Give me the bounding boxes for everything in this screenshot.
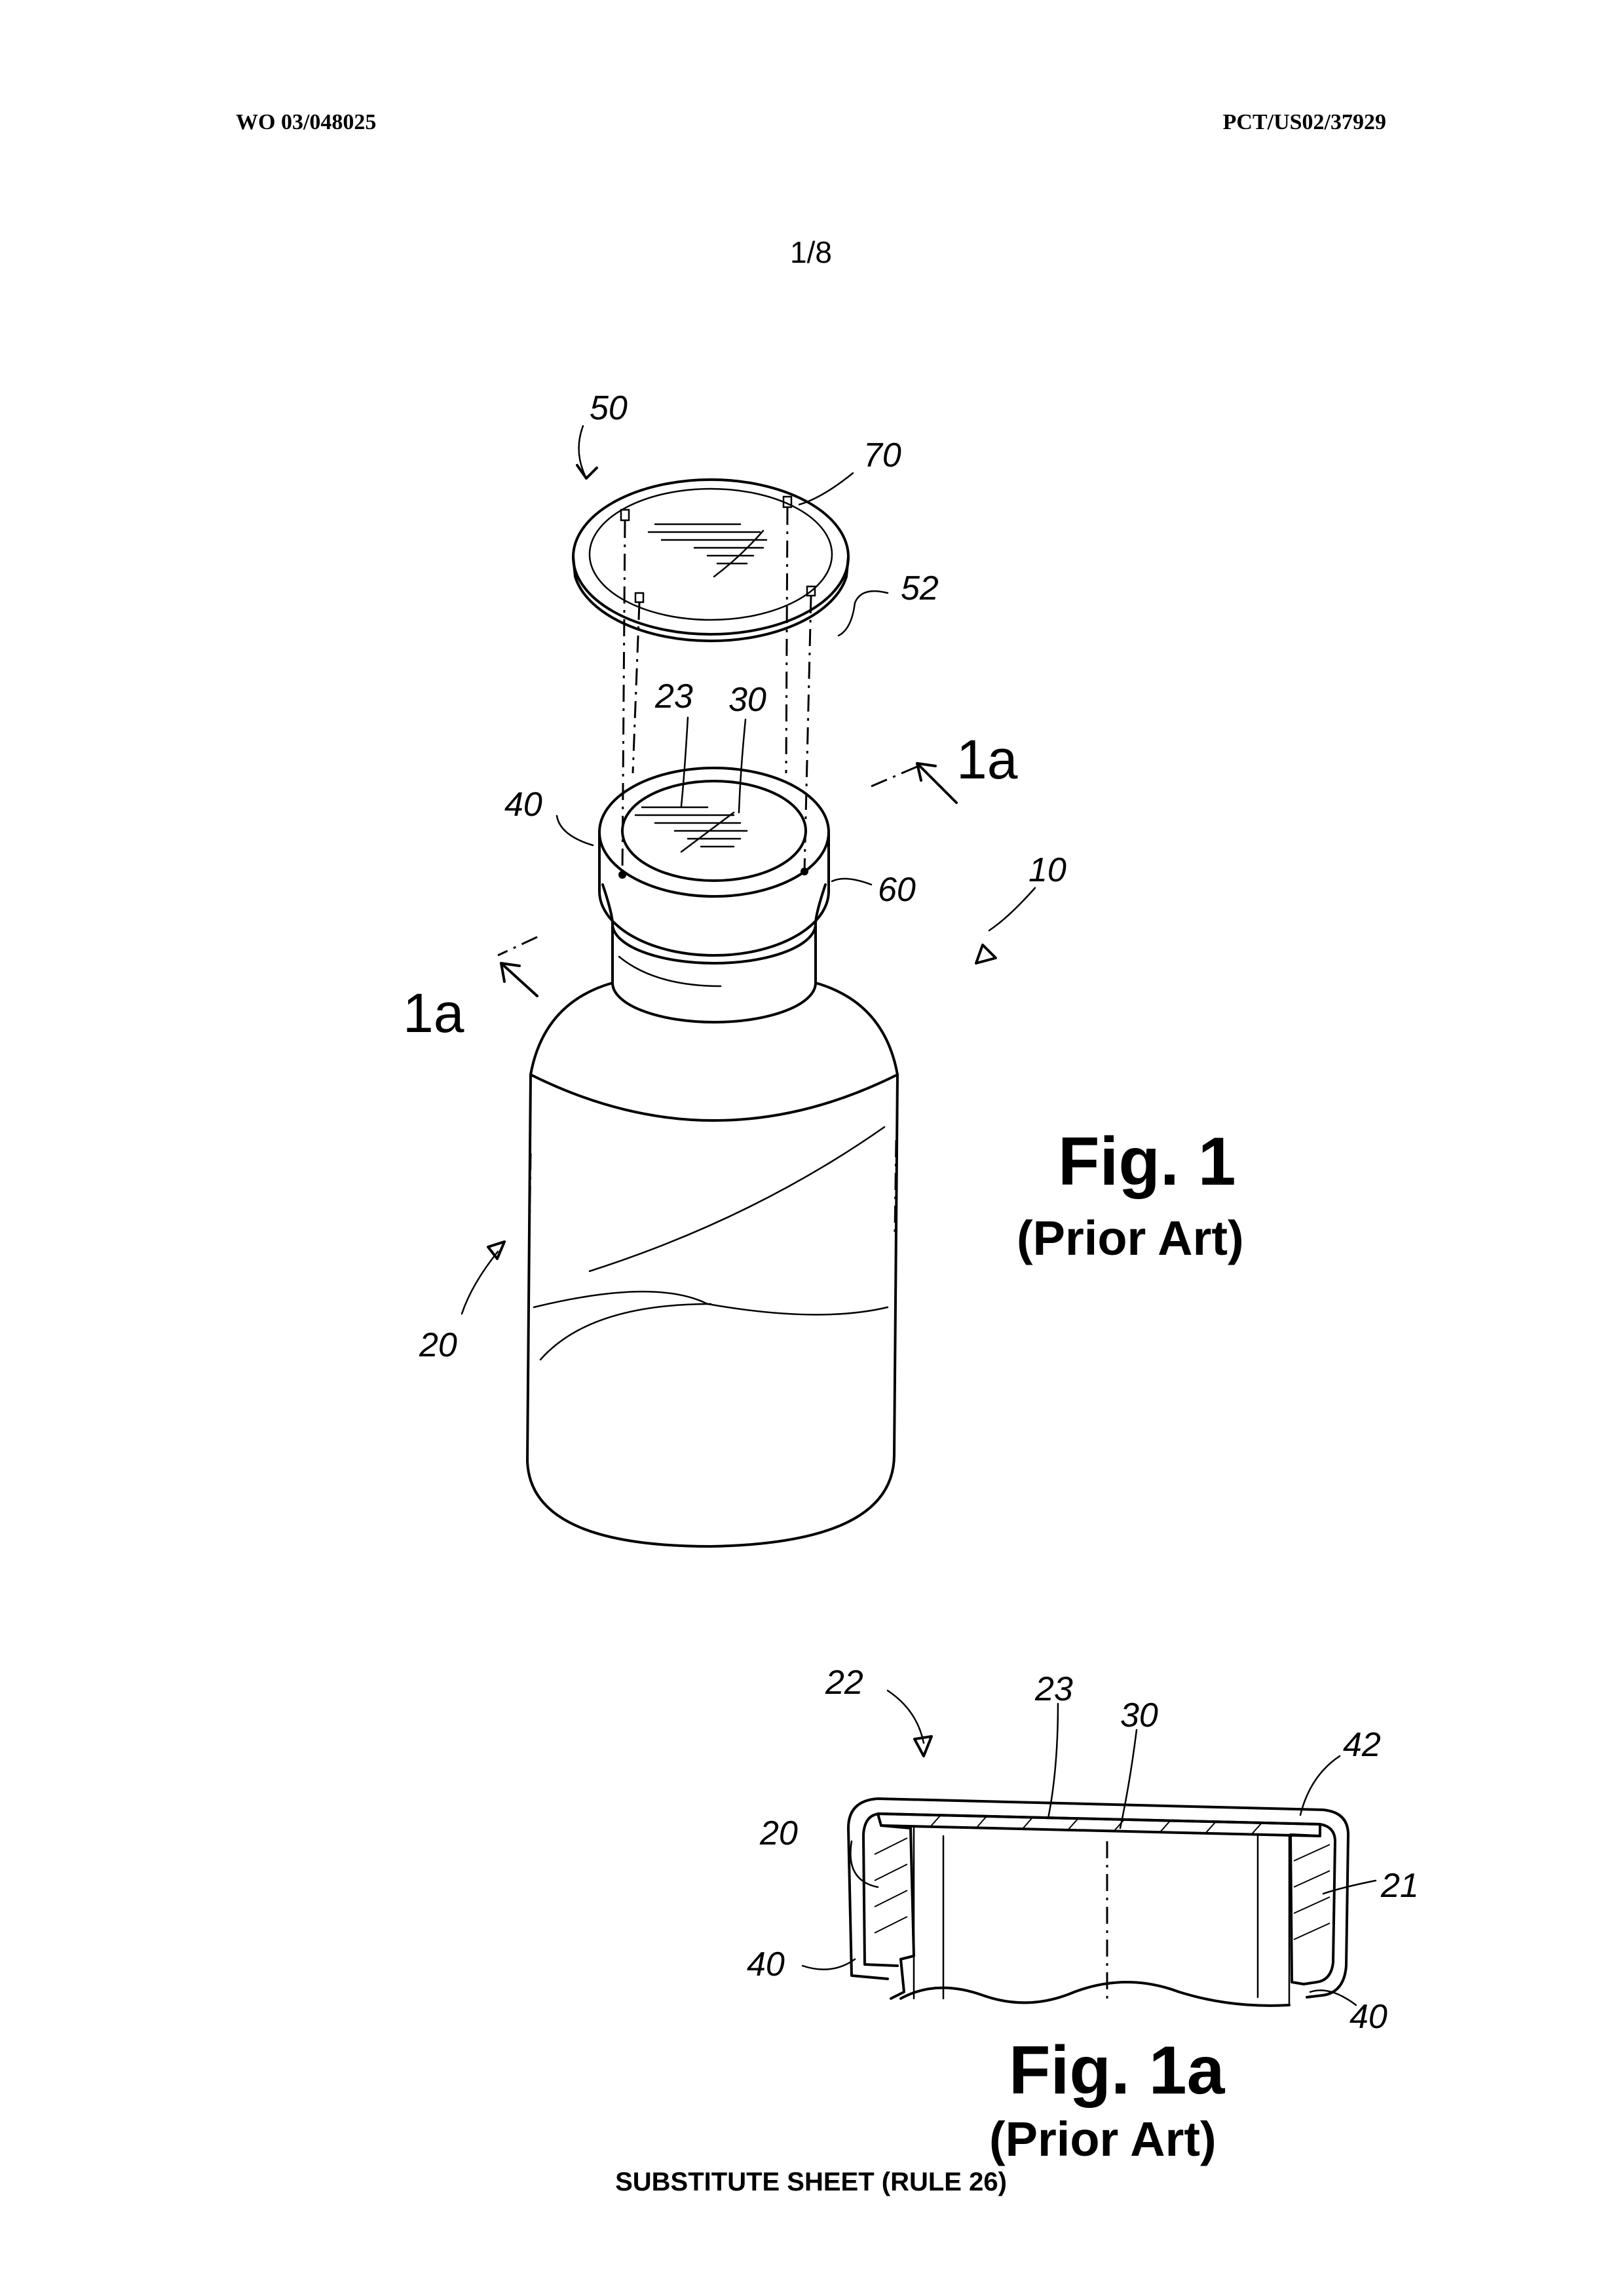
section-line-left	[498, 937, 537, 955]
arrow-10	[976, 945, 996, 963]
ref-40: 40	[504, 786, 542, 824]
leader-23b	[1048, 1704, 1058, 1818]
ref-20: 20	[419, 1326, 457, 1364]
crimp-inner	[863, 1814, 1335, 1984]
leader-40-left	[802, 1959, 855, 1970]
figure-1a-subtitle: (Prior Art)	[989, 2112, 1216, 2166]
footer-note: SUBSTITUTE SHEET (RULE 26)	[0, 2168, 1622, 2197]
ring-40-drawing	[599, 768, 829, 955]
section-arrow-left	[501, 963, 537, 996]
arrow-20	[488, 1242, 504, 1259]
ref-23b: 23	[1034, 1670, 1073, 1708]
section-label-left: 1a	[403, 982, 464, 1044]
leader-52	[839, 591, 888, 636]
leader-30b	[1120, 1730, 1137, 1828]
ref-23: 23	[654, 678, 693, 716]
figure-1a-title: Fig. 1a	[1009, 2033, 1226, 2109]
ref-60: 60	[878, 871, 916, 909]
vial-body-drawing	[527, 983, 897, 1546]
ref-30: 30	[728, 681, 766, 719]
figure-1a: 22 23 30 42 20 21 40 40 Fig. 1a (Prior A…	[747, 1664, 1419, 2166]
leader-70	[799, 473, 853, 505]
cap-50-drawing	[573, 480, 848, 641]
leader-42	[1300, 1756, 1340, 1815]
ref-40-right: 40	[1349, 1998, 1387, 2036]
leader-23	[681, 718, 688, 806]
ref-30b: 30	[1120, 1696, 1158, 1734]
break-line	[901, 1982, 1289, 2006]
arrow-50	[577, 465, 597, 478]
vial-wall-right	[1291, 1835, 1320, 1984]
ref-21: 21	[1380, 1867, 1419, 1905]
crimp-outer	[848, 1799, 1348, 1997]
wall-hatching-left	[875, 1838, 907, 1933]
ref-42: 42	[1343, 1726, 1381, 1764]
leader-20	[462, 1252, 498, 1314]
leader-10	[989, 888, 1035, 930]
section-label-top: 1a	[956, 729, 1018, 790]
vial-wall-left	[881, 1826, 914, 1999]
vial-neck-drawing	[613, 924, 816, 1022]
figure-1: 50 70 52 23 30 40 60 10 20 1a 1a Fig. 1 …	[403, 389, 1244, 1546]
leader-40	[557, 816, 593, 845]
leader-30	[739, 719, 745, 813]
ref-40-left: 40	[747, 1945, 785, 1983]
ref-52: 52	[901, 569, 939, 607]
ref-70: 70	[863, 436, 901, 474]
section-arrow-top	[917, 763, 956, 803]
ref-20b: 20	[759, 1814, 798, 1852]
ref-50: 50	[590, 389, 628, 427]
figure-1-title: Fig. 1	[1058, 1124, 1236, 1200]
leader-60	[832, 879, 871, 885]
leader-22	[888, 1691, 924, 1743]
figure-1-subtitle: (Prior Art)	[1017, 1211, 1244, 1265]
wall-hatching-right	[1294, 1845, 1330, 1940]
leader-21	[1323, 1881, 1376, 1894]
section-line-top	[871, 767, 917, 786]
ref-22: 22	[825, 1664, 863, 1702]
ref-10: 10	[1028, 851, 1066, 889]
alignment-line	[786, 508, 787, 773]
